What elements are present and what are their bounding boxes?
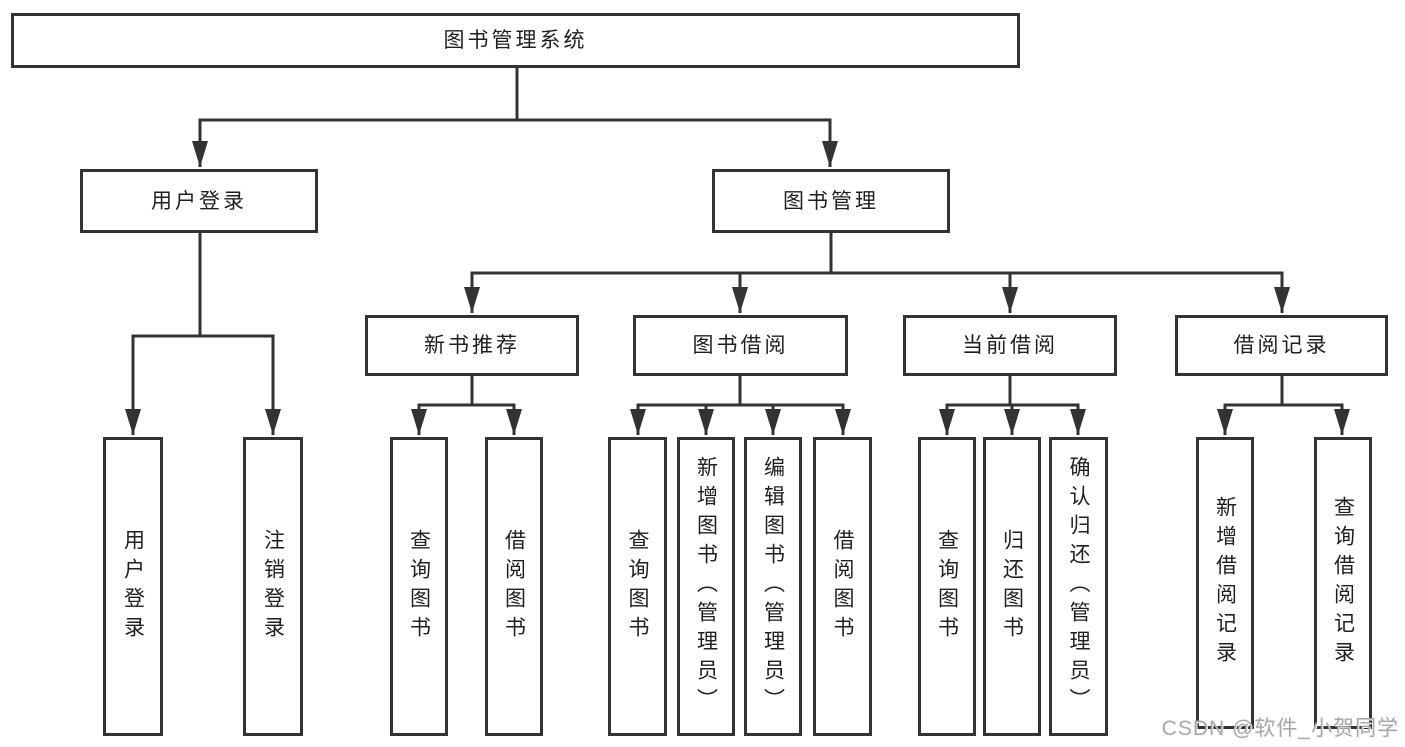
node-borrow-records-label: 借阅记录: [1233, 334, 1330, 357]
leaf-query-books-current: 查询图书: [918, 437, 976, 736]
connector-root-to-branches: [192, 68, 838, 167]
connector-book-borrow-to-leaves: [630, 376, 851, 435]
leaf-query-books-recommend-label: 查询图书: [407, 528, 431, 645]
node-user-login: 用户登录: [80, 169, 318, 233]
leaf-query-books-borrow-label: 查询图书: [626, 528, 649, 645]
node-book-borrow-label: 图书借阅: [692, 334, 789, 357]
leaf-query-books-current-label: 查询图书: [935, 528, 959, 645]
leaf-borrow-books-label: 借阅图书: [831, 528, 854, 645]
node-book-borrow: 图书借阅: [633, 315, 848, 376]
leaf-add-book-admin-label: 新增图书（管理员）: [694, 456, 718, 717]
connector-current-borrow-to-leaves: [939, 376, 1086, 435]
node-current-borrow: 当前借阅: [903, 315, 1117, 376]
leaf-query-books-borrow: 查询图书: [608, 437, 667, 736]
csdn-watermark: CSDN @软件_小贺同学: [1161, 717, 1399, 740]
leaf-edit-book-admin: 编辑图书（管理员）: [744, 437, 802, 736]
node-new-book-recommend-label: 新书推荐: [424, 334, 520, 357]
leaf-confirm-return-admin-label: 确认归还（管理员）: [1067, 456, 1090, 717]
leaf-edit-book-admin-label: 编辑图书（管理员）: [761, 456, 785, 717]
node-book-management-label: 图书管理: [783, 189, 879, 213]
leaf-borrow-books: 借阅图书: [813, 437, 872, 736]
node-current-borrow-label: 当前借阅: [962, 334, 1058, 357]
leaf-user-login: 用户登录: [103, 437, 163, 736]
node-borrow-records: 借阅记录: [1175, 315, 1388, 376]
leaf-confirm-return-admin: 确认归还（管理员）: [1049, 437, 1108, 736]
leaf-add-book-admin: 新增图书（管理员）: [677, 437, 735, 736]
leaf-user-login-label: 用户登录: [121, 528, 145, 645]
leaf-borrow-books-recommend-label: 借阅图书: [502, 528, 526, 645]
leaf-add-borrow-record-label: 新增借阅记录: [1213, 496, 1237, 670]
leaf-logout-label: 注销登录: [261, 528, 285, 645]
connector-book-management-to-sections: [464, 233, 1290, 313]
node-new-book-recommend: 新书推荐: [365, 315, 579, 376]
node-root-system-label: 图书管理系统: [443, 29, 588, 52]
leaf-borrow-books-recommend: 借阅图书: [485, 437, 543, 736]
leaf-query-borrow-record: 查询借阅记录: [1314, 437, 1372, 729]
leaf-logout: 注销登录: [243, 437, 303, 736]
connector-borrow-records-to-leaves: [1217, 376, 1350, 435]
leaf-return-books-label: 归还图书: [1000, 528, 1024, 645]
node-user-login-label: 用户登录: [151, 189, 247, 213]
leaf-return-books: 归还图书: [983, 437, 1041, 736]
connector-new-book-recommend-to-leaves: [411, 376, 522, 435]
connector-user-login-to-leaves: [125, 233, 281, 435]
leaf-query-borrow-record-label: 查询借阅记录: [1331, 496, 1355, 670]
leaf-query-books-recommend: 查询图书: [390, 437, 448, 736]
node-root-system: 图书管理系统: [11, 13, 1020, 68]
leaf-add-borrow-record: 新增借阅记录: [1196, 437, 1254, 729]
node-book-management: 图书管理: [712, 169, 950, 233]
